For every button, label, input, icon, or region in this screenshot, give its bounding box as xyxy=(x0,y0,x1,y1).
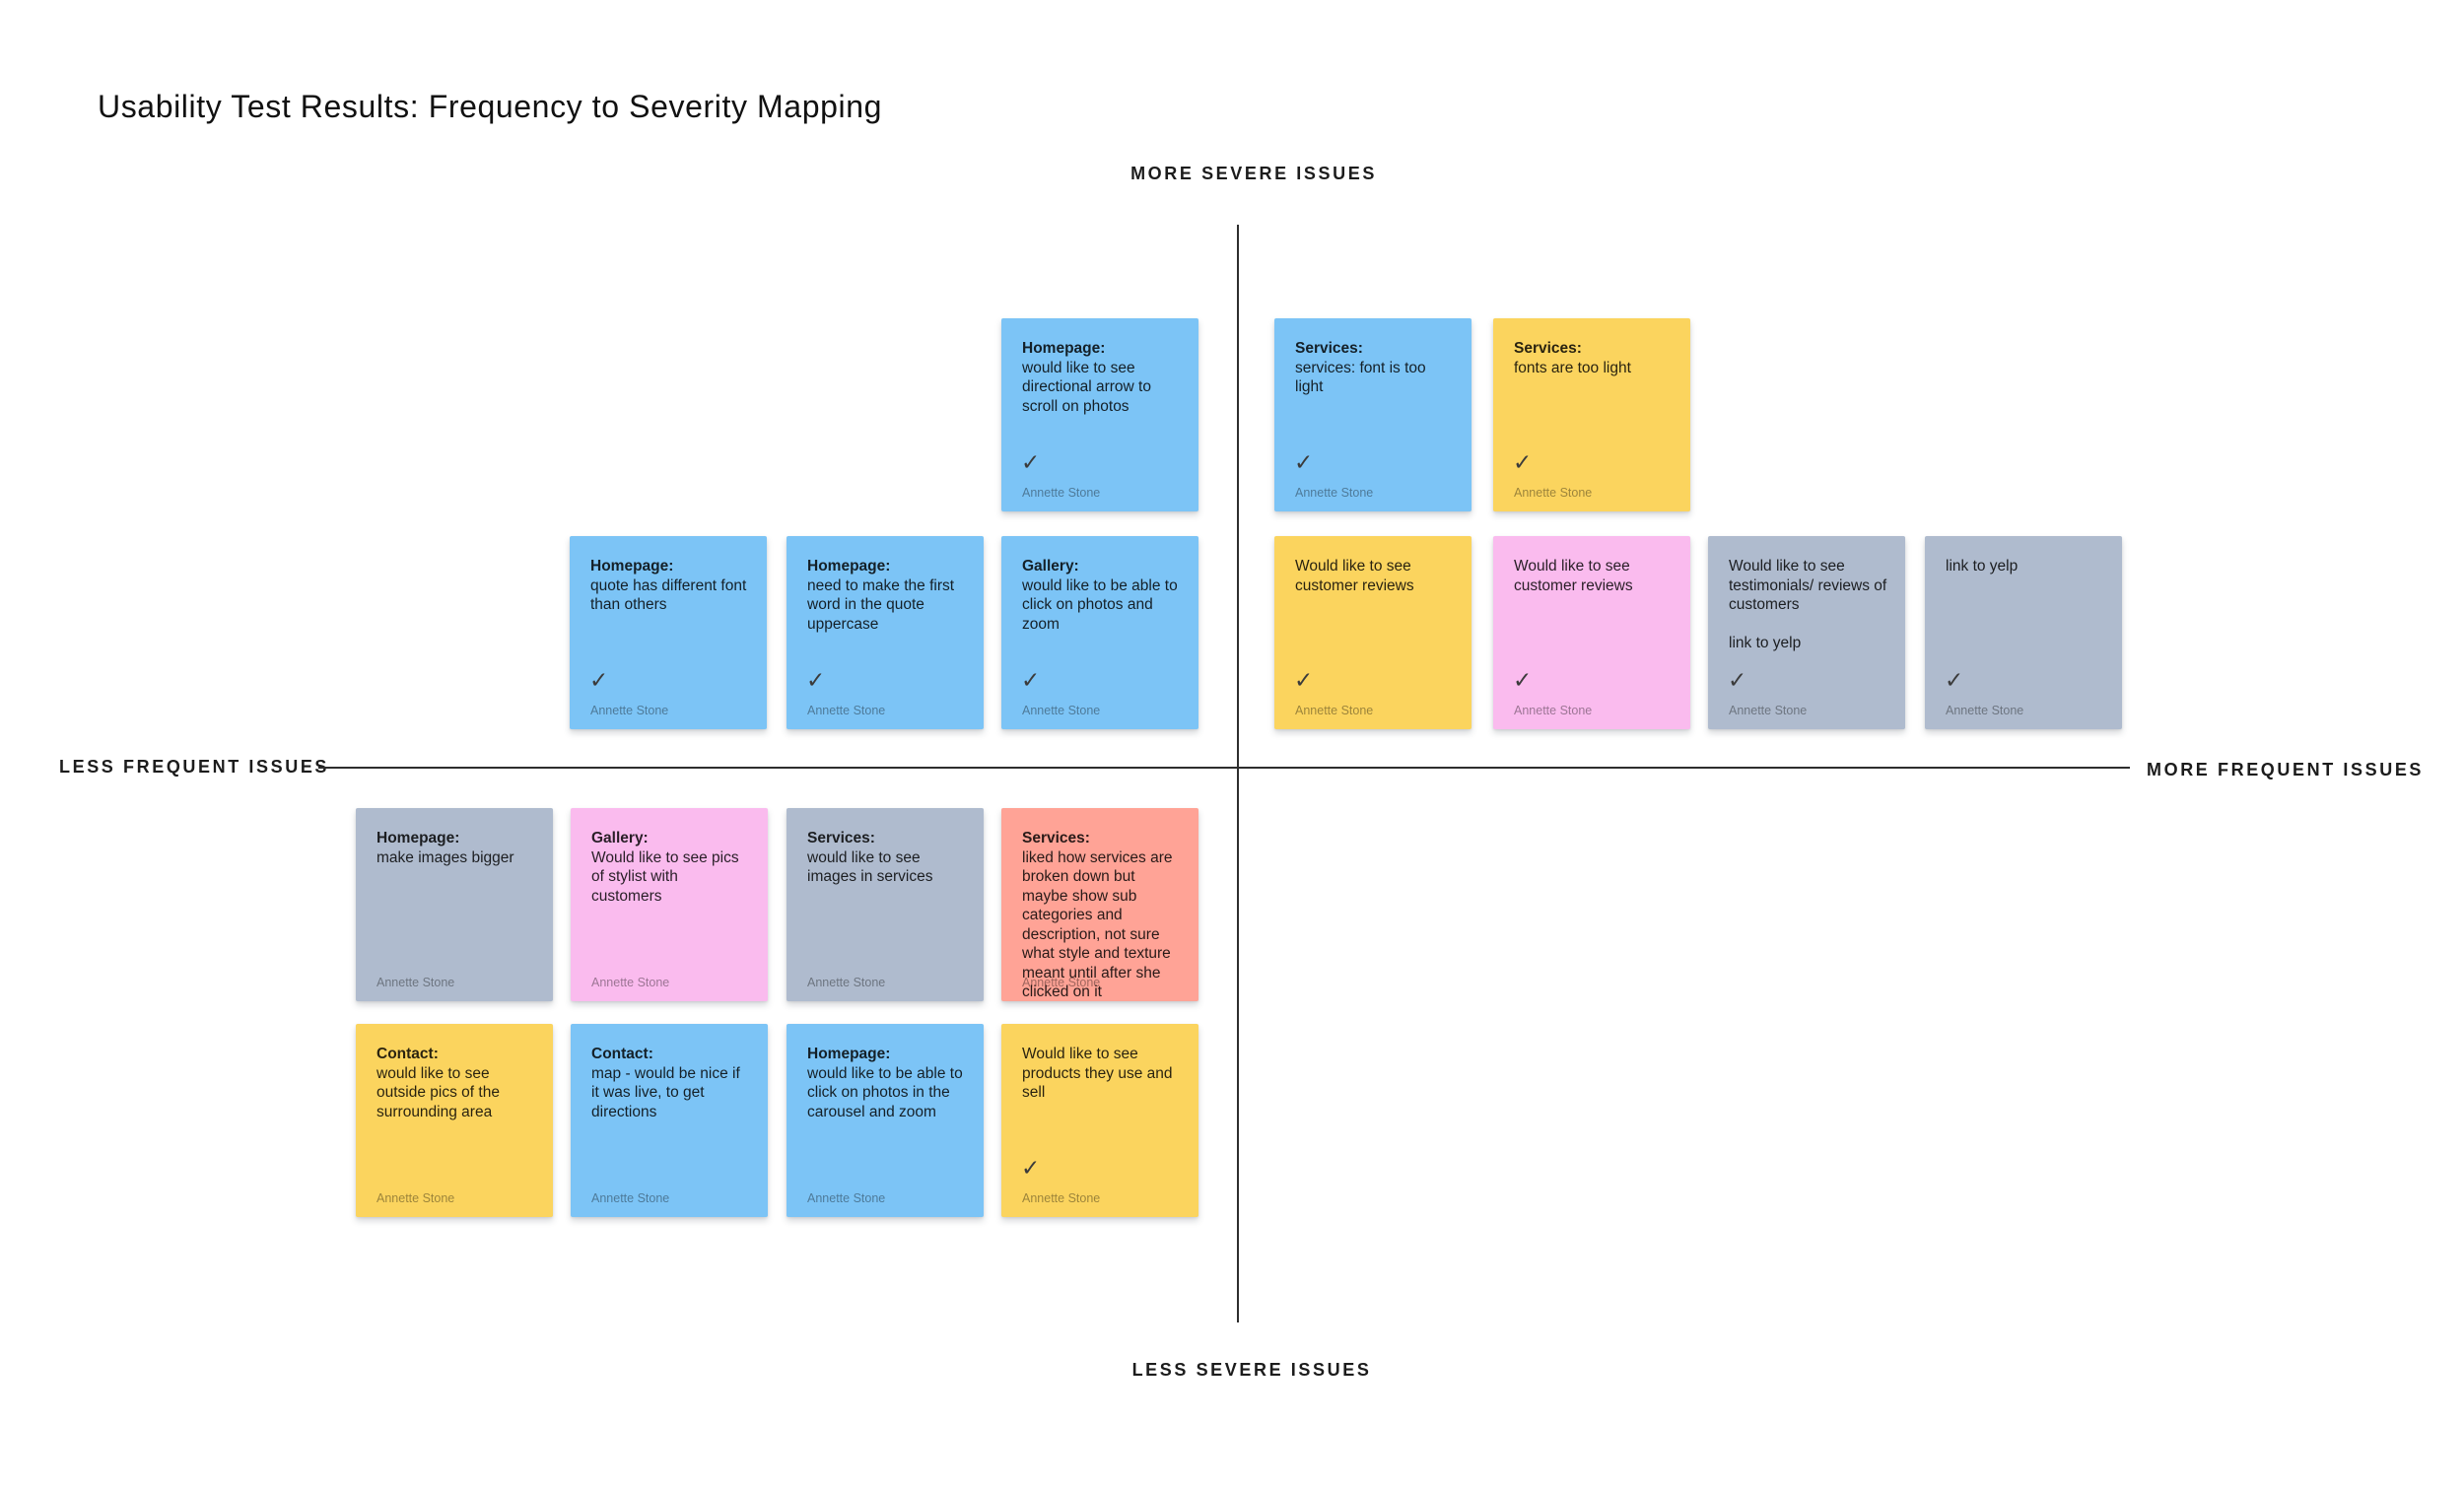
axis-label-more-frequent: MORE FREQUENT ISSUES xyxy=(2147,760,2425,779)
sticky-note-title: Homepage: xyxy=(807,1046,891,1062)
frequency-axis-line xyxy=(318,767,2130,769)
sticky-note-body: fonts are too light xyxy=(1514,359,1631,376)
sticky-note-body: make images bigger xyxy=(376,848,514,866)
sticky-note-author: Annette Stone xyxy=(376,976,455,989)
sticky-note-author: Annette Stone xyxy=(591,1191,670,1205)
checkmark-icon: ✓ xyxy=(1294,667,1314,693)
axis-label-less-severe: LESS SEVERE ISSUES xyxy=(1131,1360,1372,1380)
sticky-note-body: map - would be nice if it was live, to g… xyxy=(591,1064,740,1120)
sticky-note[interactable]: Services: liked how services are broken … xyxy=(1001,808,1198,1001)
checkmark-icon: ✓ xyxy=(1021,1155,1041,1181)
sticky-note-author: Annette Stone xyxy=(807,1191,886,1205)
sticky-note-body: would like to be able to click on photos… xyxy=(807,1064,963,1120)
sticky-note[interactable]: Homepage: quote has different font than … xyxy=(570,536,767,729)
sticky-note[interactable]: Homepage: would like to see directional … xyxy=(1001,318,1198,511)
sticky-note[interactable]: link to yelp ✓ Annette Stone xyxy=(1925,536,2122,729)
sticky-note[interactable]: Would like to see products they use and … xyxy=(1001,1024,1198,1217)
sticky-note[interactable]: Services: fonts are too light ✓ Annette … xyxy=(1493,318,1690,511)
checkmark-icon: ✓ xyxy=(1728,667,1747,693)
sticky-note-body: would like to see directional arrow to s… xyxy=(1022,359,1151,415)
axis-label-less-frequent: LESS FREQUENT ISSUES xyxy=(59,757,330,777)
sticky-note-author: Annette Stone xyxy=(807,976,886,989)
sticky-note-author: Annette Stone xyxy=(1295,486,1374,500)
sticky-note-title: Services: xyxy=(1022,830,1090,847)
sticky-note-body: Would like to see customer reviews xyxy=(1514,558,1633,594)
sticky-note-title: Gallery: xyxy=(591,830,649,847)
sticky-note[interactable]: Homepage: make images bigger Annette Sto… xyxy=(356,808,553,1001)
sticky-note-body: would like to be able to click on photos… xyxy=(1022,576,1178,633)
sticky-note-title: Homepage: xyxy=(590,558,674,575)
sticky-note[interactable]: Would like to see customer reviews ✓ Ann… xyxy=(1274,536,1472,729)
sticky-note[interactable]: Services: would like to see images in se… xyxy=(787,808,984,1001)
sticky-note-title: Homepage: xyxy=(1022,340,1106,357)
sticky-note-author: Annette Stone xyxy=(590,704,669,717)
checkmark-icon: ✓ xyxy=(589,667,609,693)
sticky-note-author: Annette Stone xyxy=(1295,704,1374,717)
sticky-note[interactable]: Contact: map - would be nice if it was l… xyxy=(571,1024,768,1217)
sticky-note-author: Annette Stone xyxy=(1946,704,2024,717)
sticky-note-author: Annette Stone xyxy=(1514,486,1593,500)
sticky-note-author: Annette Stone xyxy=(1022,976,1101,989)
checkmark-icon: ✓ xyxy=(1021,667,1041,693)
checkmark-icon: ✓ xyxy=(1021,449,1041,475)
sticky-note-author: Annette Stone xyxy=(1022,486,1101,500)
sticky-note-title: Services: xyxy=(807,830,875,847)
checkmark-icon: ✓ xyxy=(1513,667,1533,693)
sticky-note-author: Annette Stone xyxy=(1022,1191,1101,1205)
sticky-note-author: Annette Stone xyxy=(591,976,670,989)
checkmark-icon: ✓ xyxy=(1294,449,1314,475)
sticky-note-author: Annette Stone xyxy=(376,1191,455,1205)
sticky-note-body: liked how services are broken down but m… xyxy=(1022,848,1173,1001)
sticky-note-author: Annette Stone xyxy=(1022,704,1101,717)
sticky-note-body: services: font is too light xyxy=(1295,359,1426,396)
sticky-note-title: Homepage: xyxy=(376,830,460,847)
sticky-note-body: need to make the first word in the quote… xyxy=(807,576,955,633)
severity-axis-line xyxy=(1237,225,1239,1322)
sticky-note-body: link to yelp xyxy=(1946,558,2019,575)
sticky-note-author: Annette Stone xyxy=(1729,704,1808,717)
page-title[interactable]: Usability Test Results: Frequency to Sev… xyxy=(98,89,882,124)
sticky-note-author: Annette Stone xyxy=(807,704,886,717)
sticky-note[interactable]: Homepage: need to make the first word in… xyxy=(787,536,984,729)
sticky-note-title: Homepage: xyxy=(807,558,891,575)
sticky-note-body: quote has different font than others xyxy=(590,576,747,614)
sticky-note[interactable]: Would like to see customer reviews ✓ Ann… xyxy=(1493,536,1690,729)
sticky-note-author: Annette Stone xyxy=(1514,704,1593,717)
sticky-note[interactable]: Homepage: would like to be able to click… xyxy=(787,1024,984,1217)
sticky-note[interactable]: Gallery: would like to be able to click … xyxy=(1001,536,1198,729)
sticky-note-body: Would like to see testimonials/ reviews … xyxy=(1729,558,1887,651)
sticky-note-body: would like to see outside pics of the su… xyxy=(376,1064,500,1120)
sticky-note[interactable]: Contact: would like to see outside pics … xyxy=(356,1024,553,1217)
sticky-note-title: Services: xyxy=(1514,340,1582,357)
sticky-note-title: Contact: xyxy=(376,1046,439,1062)
checkmark-icon: ✓ xyxy=(1945,667,1964,693)
sticky-note-body: Would like to see products they use and … xyxy=(1022,1046,1173,1101)
sticky-note-title: Services: xyxy=(1295,340,1363,357)
sticky-note-body: would like to see images in services xyxy=(807,848,933,886)
sticky-note[interactable]: Gallery: Would like to see pics of styli… xyxy=(571,808,768,1001)
axis-label-more-severe: MORE SEVERE ISSUES xyxy=(1130,164,1377,183)
sticky-note-body: Would like to see customer reviews xyxy=(1295,558,1414,594)
checkmark-icon: ✓ xyxy=(806,667,826,693)
sticky-note[interactable]: Would like to see testimonials/ reviews … xyxy=(1708,536,1905,729)
sticky-note-body: Would like to see pics of stylist with c… xyxy=(591,848,739,905)
sticky-note[interactable]: Services: services: font is too light ✓ … xyxy=(1274,318,1472,511)
sticky-note-title: Contact: xyxy=(591,1046,653,1062)
sticky-note-title: Gallery: xyxy=(1022,558,1079,575)
checkmark-icon: ✓ xyxy=(1513,449,1533,475)
